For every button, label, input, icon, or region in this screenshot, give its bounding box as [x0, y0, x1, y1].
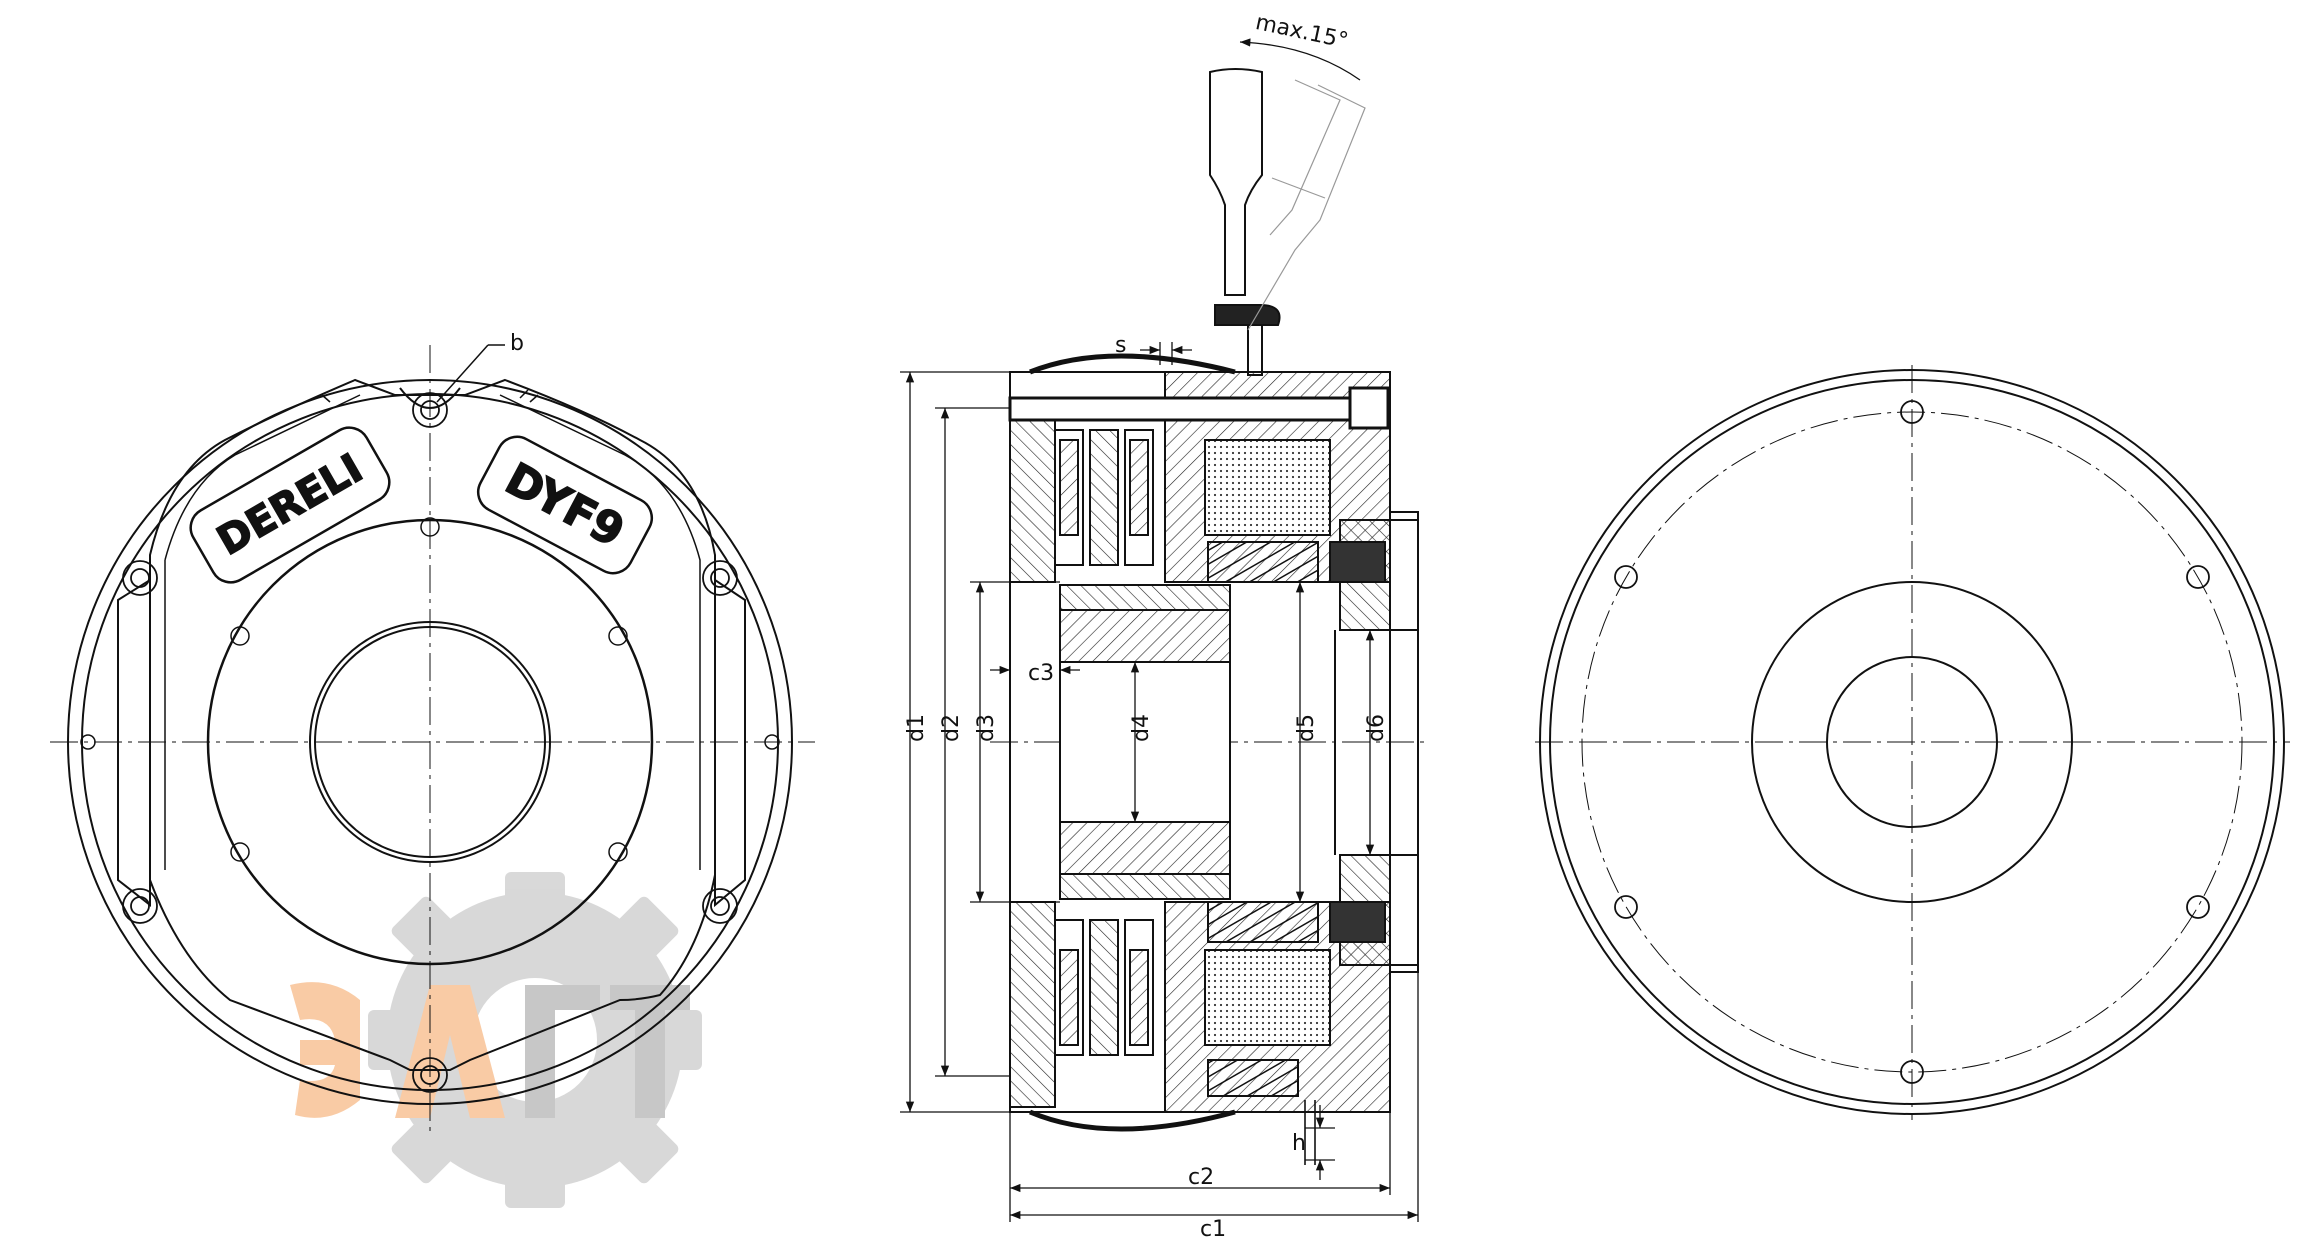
watermark-logo [290, 872, 702, 1208]
callout-b: b [436, 331, 524, 403]
dim-d2: d2 [939, 714, 964, 742]
dim-d3: d3 [974, 714, 999, 742]
svg-text:b: b [510, 331, 524, 356]
screw-holes-front [122, 392, 738, 1093]
dim-d6: d6 [1364, 714, 1389, 742]
gear-icon [368, 872, 702, 1208]
dim-s: s [1115, 333, 1126, 358]
cable [1304, 1100, 1316, 1165]
model-badge: DYF9 [476, 435, 654, 575]
model-label: DYF9 [497, 453, 632, 557]
dim-d5: d5 [1294, 714, 1319, 742]
rear-view [1535, 365, 2290, 1120]
dim-h: h [1292, 1131, 1306, 1156]
dim-c3: c3 [1028, 661, 1054, 686]
release-lever: max.15° [1209, 10, 1366, 376]
springs [1207, 541, 1386, 1097]
dimensions: s d1 d2 d3 c3 d4 [900, 333, 1419, 1242]
lever-angle-label: max.15° [1253, 10, 1350, 54]
mounting-holes-rear [1614, 400, 2210, 1084]
dim-d4: d4 [1129, 714, 1154, 742]
dim-c1: c1 [1200, 1217, 1226, 1242]
brand-label: DERELI [210, 445, 371, 564]
dim-c2: c2 [1188, 1165, 1214, 1190]
section-view: max.15° [900, 10, 1430, 1242]
dim-d1: d1 [904, 714, 929, 742]
friction-discs [1009, 401, 1231, 1108]
